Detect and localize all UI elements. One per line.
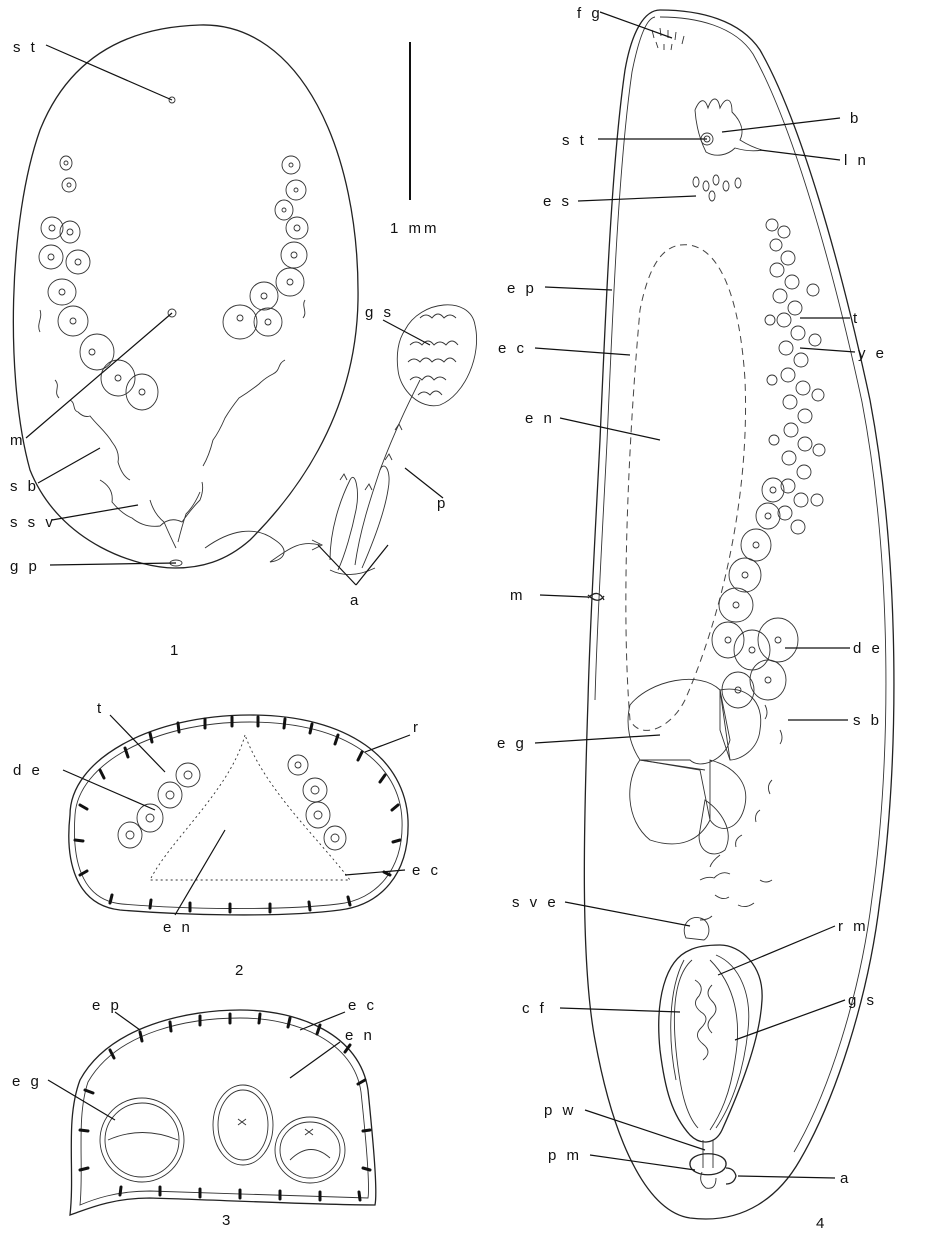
fig3-embryo-middle (213, 1085, 273, 1165)
fig2-right-organs (288, 755, 346, 850)
fig4-label-gs: g s (848, 992, 877, 1009)
fig1-label-a: a (350, 592, 361, 609)
fig4-copulatory-organ (659, 917, 762, 1188)
fig1-sperm-duct-left (39, 310, 130, 480)
fig3-label-en: e n (345, 1027, 375, 1044)
fig4-label-es: e s (543, 193, 572, 210)
fig4-label-a: a (840, 1170, 851, 1187)
fig4-developing-eggs (712, 478, 798, 708)
fig4-label-cf: c f (522, 1000, 547, 1017)
fig2-label-de: d e (13, 762, 43, 779)
fig4-label-b: b (850, 110, 861, 127)
fig4-label-t: t (853, 310, 860, 327)
fig4-label-st: s t (562, 132, 587, 149)
fig2-rhabdites (75, 717, 400, 912)
fig1-label-sb: s b (10, 478, 39, 495)
figure-number-2: 2 (235, 962, 243, 979)
fig1-testes-right (223, 156, 308, 339)
fig4-brain (695, 99, 762, 155)
fig2-endoderm (150, 735, 350, 880)
fig4-label-pw: p w (544, 1102, 576, 1119)
fig3-embryo-left (100, 1098, 184, 1182)
figure-4-longitudinal: f g b s t l n e s e p e c t y e e n m d … (497, 5, 894, 1232)
fig2-label-ec: e c (412, 862, 441, 879)
figure-number-3: 3 (222, 1212, 230, 1229)
fig4-label-ep: e p (507, 280, 537, 297)
fig4-body-outline (584, 10, 894, 1219)
fig4-label-de: d e (853, 640, 883, 657)
fig4-sperm-bundles (700, 705, 782, 920)
fig2-leader-lines (63, 715, 410, 915)
fig4-label-sb: s b (853, 712, 882, 729)
figure-1-whole-specimen: s t m s b s s v g p g s p a 1 (10, 25, 477, 659)
fig1-label-m: m (10, 432, 26, 449)
fig3-outline (70, 1010, 376, 1215)
fig1-detail-arrow (205, 531, 320, 562)
fig1-body-outline (13, 25, 358, 568)
fig1-label-gs: g s (365, 304, 394, 321)
fig1-label-st: s t (13, 39, 38, 56)
fig4-label-rm: r m (838, 918, 869, 935)
fig2-label-t: t (97, 700, 104, 717)
fig4-label-pm: p m (548, 1147, 582, 1164)
fig4-mouth (588, 593, 604, 600)
fig4-label-en: e n (525, 410, 555, 427)
fig1-seminal-vesicle (100, 480, 203, 548)
fig3-embryo-right (275, 1117, 345, 1183)
fig4-frontal-glands (652, 28, 684, 50)
fig1-detail-copulatory (330, 305, 477, 575)
fig4-label-fg: f g (577, 5, 603, 22)
fig4-label-ye: y e (858, 345, 887, 362)
figure-number-4: 4 (816, 1215, 824, 1232)
fig1-testes-left (39, 156, 158, 410)
fig2-label-r: r (413, 719, 421, 736)
fig4-label-ln: l n (844, 152, 869, 169)
fig2-outline (69, 715, 408, 915)
fig3-leader-lines (48, 1012, 345, 1120)
figure-2-cross-section: t r d e e n e c 2 (13, 700, 441, 979)
fig1-label-gp: g p (10, 558, 40, 575)
figure-number-1: 1 (170, 642, 178, 659)
fig1-gland-cluster (397, 305, 476, 406)
fig4-label-sve: s v e (512, 894, 559, 911)
fig1-label-p: p (437, 495, 448, 512)
fig2-label-en: e n (163, 919, 193, 936)
fig4-label-m: m (510, 587, 526, 604)
fig4-label-ec: e c (498, 340, 527, 357)
figure-3-cross-section: e p e c e n e g 3 (12, 997, 377, 1229)
fig3-label-eg: e g (12, 1073, 42, 1090)
fig3-label-ec: e c (348, 997, 377, 1014)
fig4-label-eg: e g (497, 735, 527, 752)
fig3-label-ep: e p (92, 997, 122, 1014)
fig2-left-organs (118, 763, 200, 848)
fig4-eyespots (693, 175, 741, 201)
scale-bar: 1 mm (390, 42, 440, 237)
fig4-egg-mass (628, 679, 761, 854)
scale-bar-label: 1 mm (390, 220, 440, 237)
fig1-label-ssv: s s v (10, 514, 56, 531)
